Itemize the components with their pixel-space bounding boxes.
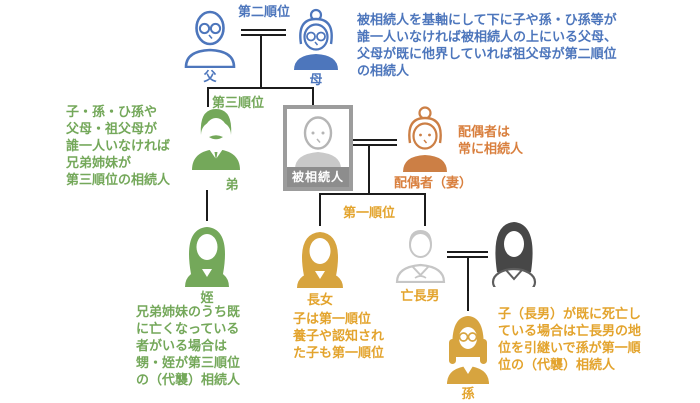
parents-children-split-line xyxy=(207,87,314,89)
grandchild-note: 子（長男）が既に死亡し ている場合は亡長男の地 位を引継いで孫が第一順 位の（代… xyxy=(498,307,642,373)
son-branch-line xyxy=(424,193,426,226)
father-icon xyxy=(182,8,238,72)
decedent-icon xyxy=(287,111,349,173)
brother-icon xyxy=(187,105,245,175)
niece-note: 兄弟姉妹のうち既 に亡くなっている 者がいる場合は 甥・姪が第三順位 の（代襲）… xyxy=(136,305,241,388)
rank2-note: 被相続人を基軸にして下に子や孫・ひ孫等が 誰一人いなければ被相続人の上にいる父母… xyxy=(357,13,618,79)
daughter-branch-line xyxy=(319,193,321,226)
brother-branch-line xyxy=(207,87,209,107)
late-eldest-son-label: 亡長男 xyxy=(400,289,440,304)
rank1-label: 第一順位 xyxy=(343,206,396,221)
parents-descent-line xyxy=(260,36,262,88)
children-note: 子は第一順位 養子や認知され た子も第一順位 xyxy=(293,312,385,361)
spouse-label: 配偶者（妻） xyxy=(393,176,472,191)
niece-icon xyxy=(179,219,235,291)
decedent-descent-line xyxy=(368,145,370,195)
children-split-line xyxy=(319,193,426,195)
decedent-marriage-line xyxy=(351,139,397,146)
brother-niece-line xyxy=(206,190,208,221)
eldest-daughter-label: 長女 xyxy=(306,293,333,308)
mother-icon xyxy=(287,8,345,74)
grandchild-descent-line xyxy=(467,257,469,311)
rank3-note: 子・孫・ひ孫や 父母・祖父母が 誰一人いなければ 兄弟姉妹が 第三順位の相続人 xyxy=(66,105,171,188)
decedent-branch-line xyxy=(312,87,314,106)
late-son-wife-icon xyxy=(486,216,542,297)
mother-label: 母 xyxy=(309,73,323,88)
late-eldest-son-icon xyxy=(392,226,449,287)
grandchild-icon xyxy=(444,311,492,389)
father-label: 父 xyxy=(203,70,217,85)
eldest-daughter-icon xyxy=(292,226,348,292)
decedent-card: 被相続人 xyxy=(283,105,353,191)
brother-label: 弟 xyxy=(225,178,239,193)
rank2-label: 第二順位 xyxy=(238,5,291,20)
niece-label: 姪 xyxy=(200,291,214,306)
spouse-note: 配偶者は 常に相続人 xyxy=(458,125,524,157)
rank3-label: 第三順位 xyxy=(212,96,265,111)
spouse-icon xyxy=(396,105,454,176)
decedent-label: 被相続人 xyxy=(287,167,349,187)
grandchild-label: 孫 xyxy=(461,387,475,402)
parents-marriage-line xyxy=(241,29,286,36)
